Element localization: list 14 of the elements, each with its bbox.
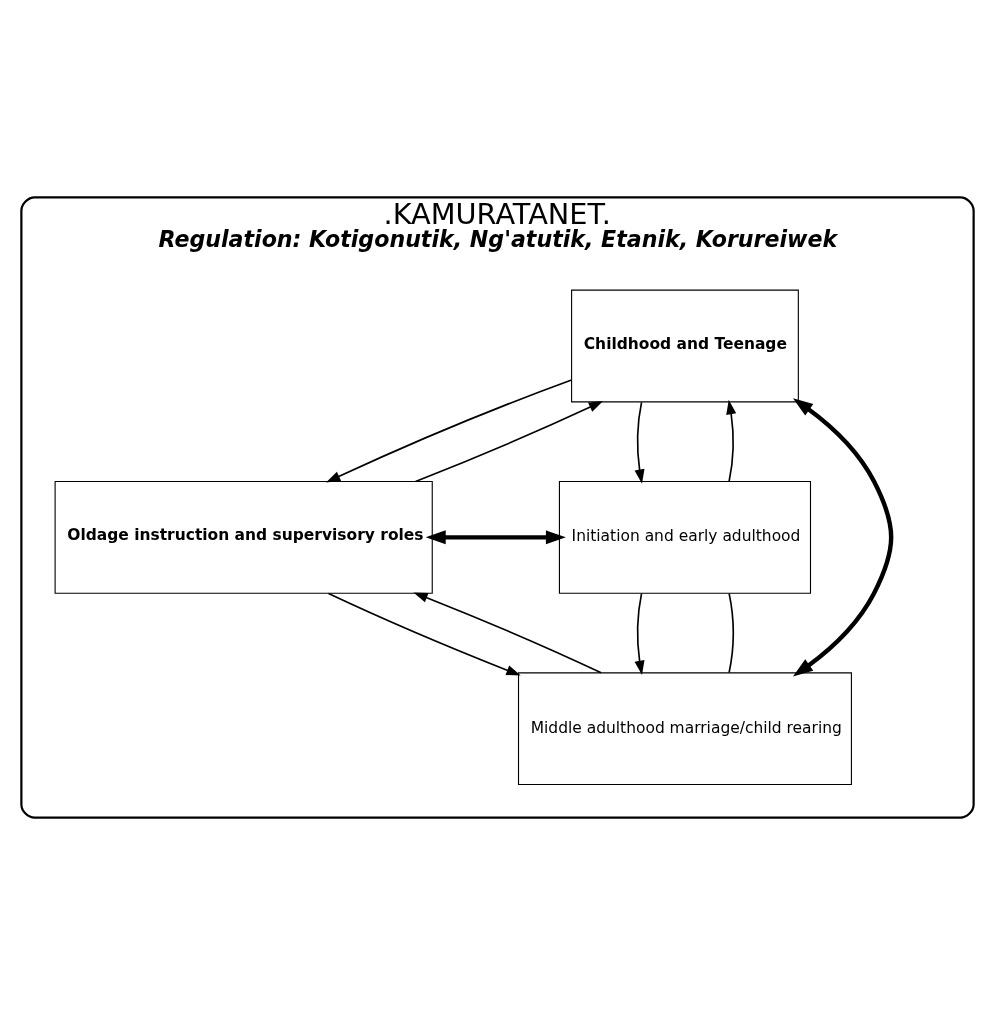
node-box: Middle adulthood marriage/child rearing [517,672,852,786]
arrow [634,401,645,484]
arrow [726,399,737,483]
arrow [792,398,894,677]
arrow [325,379,573,483]
arrow [414,401,604,483]
node-box: Initiation and early adulthood [558,480,812,594]
connector [728,592,734,674]
node-box: Oldage instruction and supervisory roles [54,480,433,594]
arrow [327,592,521,676]
arrow [634,592,645,676]
arrow [413,592,602,674]
node-box: Childhood and Teenage [571,289,799,403]
arrow [425,530,566,545]
